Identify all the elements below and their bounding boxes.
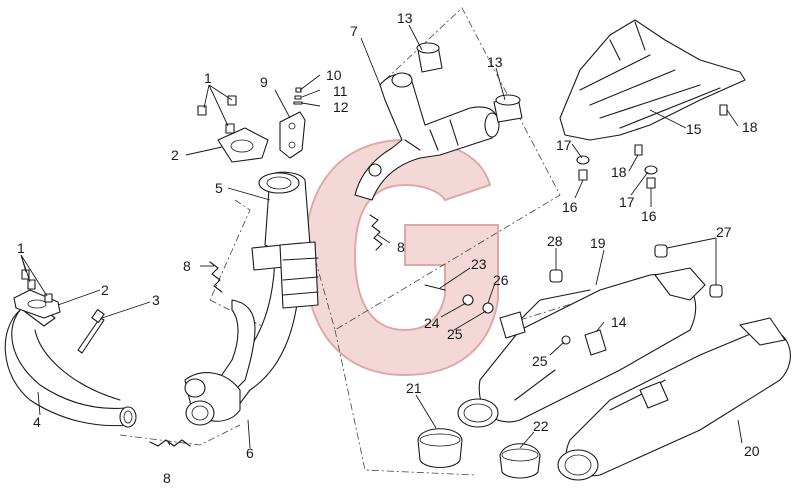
callout-3: 3 [152,292,160,308]
part-2-right-flange [217,127,269,163]
callout-11: 11 [333,83,348,99]
part-27-28-grommets [549,244,723,298]
callout-13-upper: 13 [397,10,413,26]
callout-14: 14 [611,314,627,330]
part-2-left-flange [13,289,61,319]
callout-27: 27 [716,224,732,240]
part-21-22-clamps [417,428,541,479]
part-6-right-header-pipe [184,171,319,426]
part-3-lambda-sensor [77,309,105,354]
part-7-crossover-pipe [354,72,500,201]
callout-19: 19 [590,235,606,251]
callout-1-upper: 1 [204,70,212,86]
callout-leader-lines [20,24,743,449]
callout-26: 26 [493,272,509,288]
callout-16-right: 16 [641,208,657,224]
callout-10: 10 [326,67,342,83]
part-14-clip [584,329,607,356]
callout-5: 5 [215,180,223,196]
callout-25-left: 25 [447,326,463,342]
callout-labels: 1 1 2 2 3 4 5 6 7 8 8 8 9 10 11 12 13 13… [17,10,760,486]
callout-4: 4 [33,414,41,430]
part-24-25-26-washers [424,284,571,345]
callout-16-left: 16 [562,199,578,215]
callout-9: 9 [260,74,268,90]
callout-7: 7 [350,23,358,39]
callout-23: 23 [471,256,487,272]
callout-18-right: 18 [742,119,758,135]
part-1-right-nuts [197,95,237,134]
part-15-heat-shield [559,19,746,141]
callout-28: 28 [547,233,563,249]
callout-6: 6 [246,445,254,461]
callout-1-left: 1 [17,240,25,256]
callout-25-right: 25 [532,353,548,369]
part-4-left-header-pipe [4,299,137,428]
part-10-11-12-fasteners [293,87,303,105]
callout-17-right: 17 [619,194,635,210]
callout-18-center: 18 [611,164,627,180]
callout-2-right: 2 [171,147,179,163]
brand-watermark-logo: G [303,138,499,377]
callout-15: 15 [686,121,702,137]
callout-8-left: 8 [183,258,191,274]
part-1-left-nuts [21,269,53,303]
part-20-right-silencer [557,317,791,481]
callout-8-center: 8 [397,239,405,255]
callout-17-left: 17 [556,137,572,153]
part-13-sleeves [416,42,523,123]
part-9-heat-shield-bracket [279,111,306,159]
callout-12: 12 [333,99,349,115]
callout-24: 24 [424,315,440,331]
callout-8-bottom: 8 [163,470,171,486]
callout-20: 20 [744,443,760,459]
callout-13-right: 13 [487,54,503,70]
callout-2-left: 2 [101,282,109,298]
part-19-left-silencer [457,267,706,428]
callout-21: 21 [406,380,422,396]
part-8-springs [149,214,383,447]
callout-22: 22 [533,418,549,434]
